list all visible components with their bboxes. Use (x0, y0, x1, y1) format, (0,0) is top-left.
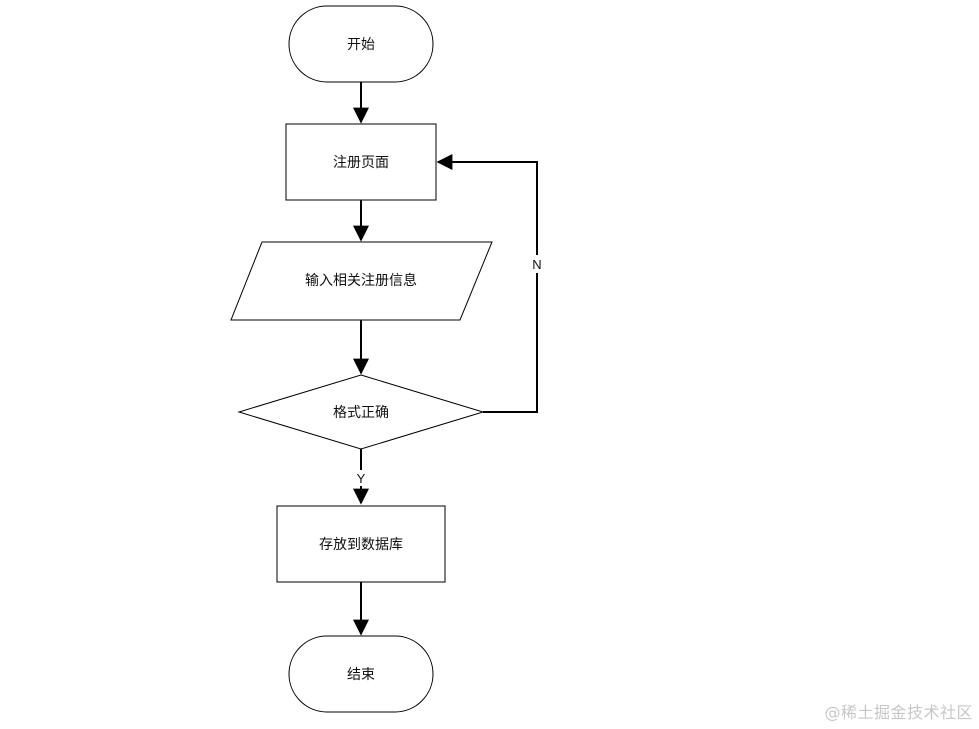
save-db-node: 存放到数据库 (276, 505, 446, 583)
format-check-node: 格式正确 (237, 374, 485, 450)
edge-decision-no-loop (436, 154, 538, 413)
edge-yes-label: Y (357, 471, 366, 486)
start-node: 开始 (288, 5, 434, 83)
edge-no-label: N (532, 257, 541, 272)
save-db-label: 存放到数据库 (319, 537, 403, 553)
no-label-bg (528, 255, 546, 273)
end-node-label: 结束 (347, 667, 375, 683)
watermark: @稀土掘金技术社区 (824, 703, 973, 722)
register-page-node: 注册页面 (285, 123, 437, 201)
format-check-label: 格式正确 (333, 405, 389, 421)
register-page-label: 注册页面 (333, 155, 389, 171)
end-node: 结束 (288, 635, 434, 713)
input-info-node: 输入相关注册信息 (230, 241, 493, 321)
yes-label-bg (352, 470, 370, 486)
input-info-label: 输入相关注册信息 (305, 272, 417, 289)
start-node-label: 开始 (347, 37, 375, 53)
